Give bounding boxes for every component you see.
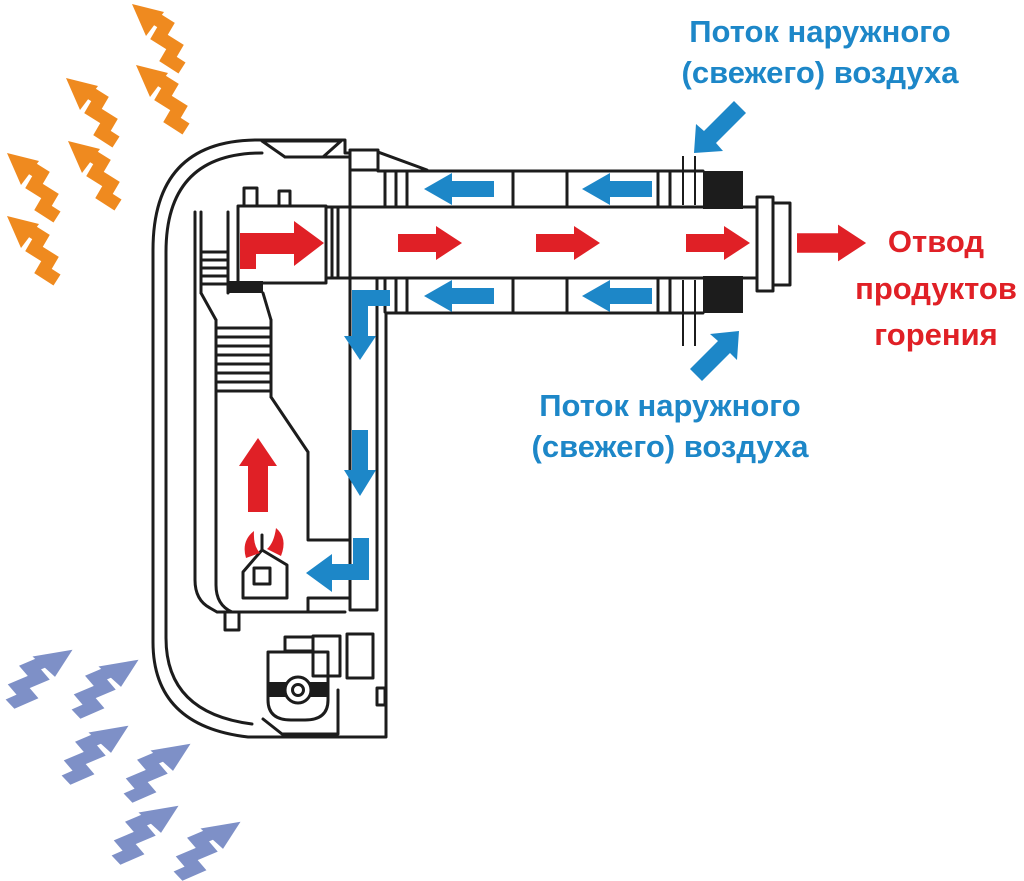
label-fresh-air-top: Поток наружного (свежего) воздуха — [652, 12, 988, 94]
burner — [241, 528, 289, 600]
label-exhaust: Отвод продуктов горения — [848, 219, 1024, 359]
flue-terminal-ring-inner — [771, 201, 792, 287]
fresh-air-indicator-bottom — [690, 331, 739, 381]
combustion-chamber — [193, 210, 352, 614]
fresh-air-elbow-down — [344, 290, 390, 360]
pipe-walls — [324, 169, 759, 315]
casing-outline — [151, 138, 388, 739]
fresh-air-flow-arrows — [306, 101, 746, 592]
valve-knob — [283, 675, 313, 705]
gas-valve — [261, 632, 387, 736]
fresh-air-elbow-left — [306, 538, 369, 592]
label-line: Поток наружного — [539, 388, 801, 423]
heater-body-outline — [151, 138, 429, 739]
wall-sleeve-block-top — [703, 171, 743, 209]
label-line: горения — [874, 317, 998, 352]
valve-unit-right — [345, 632, 375, 680]
room-air-in-arrows — [10, 650, 241, 876]
casing-inner-wall — [164, 151, 264, 726]
burner-port — [252, 566, 272, 586]
inner-pipe-flange — [324, 206, 340, 280]
fresh-air-indicator-top — [694, 101, 746, 153]
collector-tab-left — [242, 186, 259, 208]
damper-block — [228, 281, 263, 293]
exhaust-flow-arrows — [239, 221, 867, 512]
flue-terminal-ring-outer — [755, 195, 775, 293]
collector-tab-right — [277, 189, 292, 208]
wall-sleeve-block-bottom — [703, 276, 743, 313]
valve-knob-center — [291, 683, 305, 697]
valve-body — [266, 650, 330, 722]
exchanger-ribs-lower — [214, 318, 273, 399]
exchanger-ribs-upper — [199, 210, 230, 295]
label-fresh-air-bottom: Поток наружного (свежего) воздуха — [500, 386, 840, 468]
top-grille — [260, 139, 343, 159]
label-line: Отвод — [887, 224, 985, 259]
air-channel-walls — [348, 151, 379, 612]
wall-plane-ticks — [682, 156, 696, 346]
top-step — [348, 148, 380, 172]
label-line: продуктов — [855, 270, 1017, 306]
base-skid — [261, 688, 340, 736]
heat-exchanger — [193, 186, 352, 632]
top-chamfer — [376, 150, 429, 172]
exhaust-elbow-arrow — [240, 221, 324, 269]
label-line: Поток наружного — [689, 14, 951, 49]
label-line: (свежего) воздуха — [531, 428, 809, 464]
funnel — [199, 291, 273, 322]
label-line: (свежего) воздуха — [681, 54, 959, 90]
valve-neck — [283, 635, 315, 653]
burner-body — [241, 533, 289, 600]
chamber-foot — [223, 610, 241, 632]
side-tab — [375, 686, 387, 707]
flame-icon — [244, 528, 284, 558]
warm-air-out-arrows — [7, 4, 186, 280]
